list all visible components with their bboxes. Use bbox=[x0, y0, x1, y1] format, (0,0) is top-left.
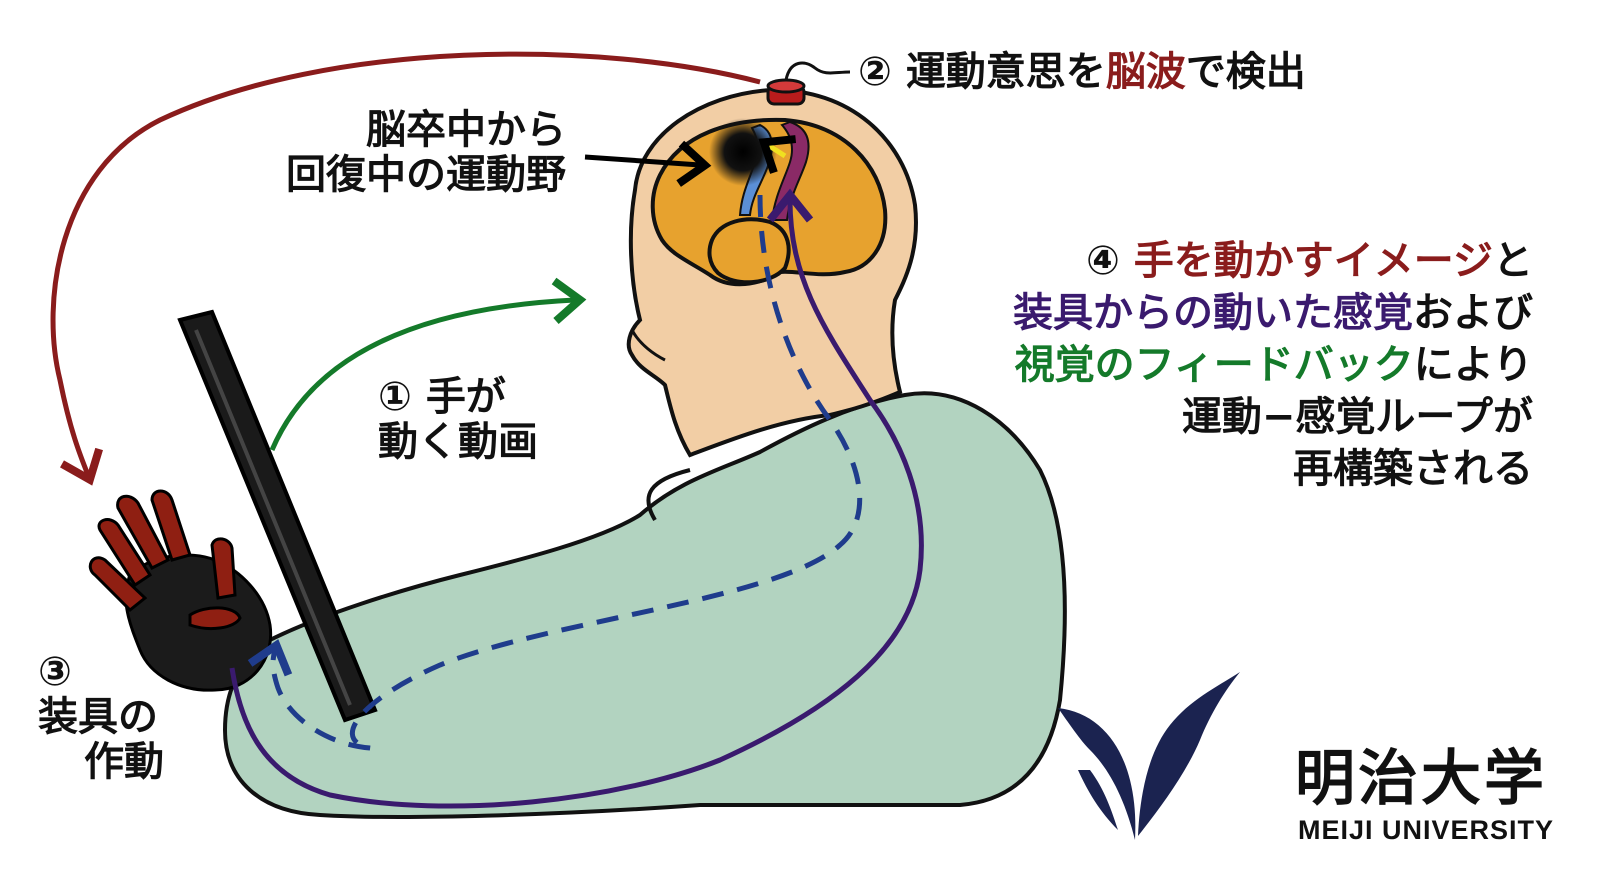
step3-label: ③ 装具の 作動 bbox=[38, 650, 164, 784]
step4-visual-feedback: 視覚のフィードバック bbox=[1014, 342, 1414, 388]
step4-number: ④ bbox=[1085, 238, 1120, 284]
step1-label: ① 手が 動く動画 bbox=[378, 375, 538, 465]
eeg-to-device-arrow bbox=[50, 51, 761, 486]
step4-niyori: により bbox=[1413, 342, 1533, 388]
step2-text-eeg: 脳波 bbox=[1105, 49, 1186, 95]
robotic-glove bbox=[88, 489, 273, 692]
step2-number: ② bbox=[858, 49, 892, 95]
eeg-cable bbox=[784, 61, 851, 81]
step4-and: と bbox=[1493, 238, 1533, 284]
recovery-arrow bbox=[758, 135, 797, 174]
motor-pathway-dashed bbox=[247, 194, 863, 751]
video-to-brain-arrow bbox=[269, 277, 587, 451]
logo-english: MEIJI UNIVERSITY bbox=[1298, 815, 1555, 845]
step4-label: ④ 手を動かすイメージと 装具からの動いた感覚および 視覚のフィードバックにより… bbox=[1013, 235, 1533, 495]
logo-kanji: 明治大学 bbox=[1295, 744, 1547, 814]
brain-temporal-lobe bbox=[707, 217, 791, 285]
step1-line1: 手が bbox=[425, 374, 506, 420]
stroke-area-label: 脳卒中から 回復中の運動野 bbox=[286, 108, 566, 198]
stroke-area-line1: 脳卒中から bbox=[366, 107, 566, 153]
step1-line2: 動く動画 bbox=[378, 418, 538, 465]
eeg-electrode-top bbox=[766, 78, 806, 94]
step3-line1: 装具の bbox=[38, 693, 158, 740]
step1-number: ① bbox=[378, 374, 412, 420]
shirt-body bbox=[222, 391, 1067, 819]
step2-text-a: 運動意思を bbox=[905, 49, 1106, 95]
step2-text-c: で検出 bbox=[1185, 49, 1306, 95]
tablet-screen-edge bbox=[194, 329, 352, 706]
stroke-lesion bbox=[709, 118, 777, 186]
stroke-area-line2: 回復中の運動野 bbox=[286, 151, 566, 198]
stroke-area-pointer bbox=[584, 140, 712, 187]
step4-motor-imagery: 手を動かすイメージ bbox=[1133, 238, 1493, 284]
step3-number: ③ bbox=[38, 649, 72, 695]
sensory-pathway-solid bbox=[229, 188, 924, 809]
step3-line2: 作動 bbox=[84, 738, 164, 785]
step4-device-sensation: 装具からの動いた感覚 bbox=[1013, 290, 1413, 336]
shoulder-crease bbox=[646, 468, 691, 522]
step4-rebuilt: 再構築される bbox=[1293, 446, 1533, 492]
step4-oyobi: および bbox=[1413, 290, 1533, 336]
meiji-logo-mark bbox=[1058, 672, 1240, 840]
ear-contour bbox=[630, 329, 666, 362]
step2-label: ② 運動意思を脳波で検出 bbox=[858, 50, 1306, 95]
step4-loop: 運動−感覚ループが bbox=[1181, 394, 1533, 440]
